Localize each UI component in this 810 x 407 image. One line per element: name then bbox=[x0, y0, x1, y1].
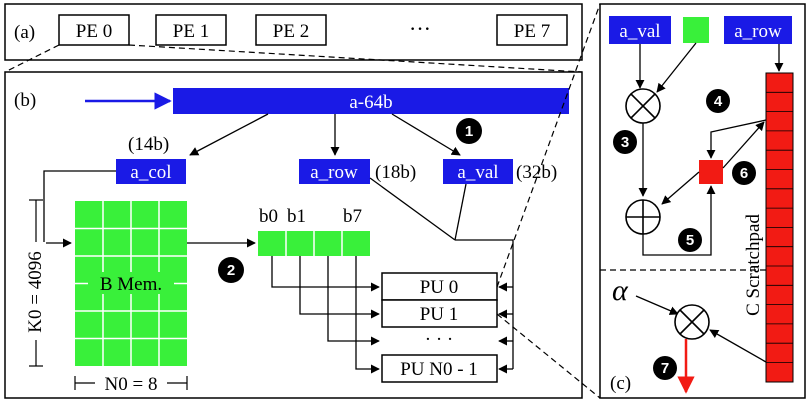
alpha-symbol: α bbox=[612, 274, 629, 307]
step-2-badge bbox=[218, 257, 244, 283]
scratchpad-label-bg bbox=[742, 190, 764, 340]
register-to-scratchpad bbox=[722, 121, 765, 169]
panel-a-label: (a) bbox=[14, 22, 35, 43]
acol-to-bmem-line bbox=[43, 170, 116, 248]
a-64b-bar bbox=[173, 88, 569, 114]
c-aval-label: a_val bbox=[619, 21, 660, 42]
step-4-badge bbox=[706, 89, 730, 113]
pu-1-label: PU 1 bbox=[420, 304, 459, 325]
step-7-number: 7 bbox=[661, 360, 669, 377]
zoom-line-c-bottom bbox=[496, 313, 601, 399]
b0-to-pu0 bbox=[271, 256, 380, 292]
pe-box-1-label: PE 1 bbox=[173, 21, 209, 42]
step-1-badge bbox=[456, 118, 482, 144]
step-3-badge bbox=[613, 130, 637, 154]
step-1-number: 1 bbox=[465, 123, 473, 140]
step-6-number: 6 bbox=[740, 165, 748, 182]
buffer-b7-label: b7 bbox=[343, 206, 362, 227]
aval-box bbox=[443, 159, 513, 184]
acol-box bbox=[116, 159, 186, 184]
add-to-register bbox=[642, 185, 716, 256]
b-buffer bbox=[258, 231, 370, 256]
pu-n-box bbox=[381, 354, 498, 383]
pe-box-7 bbox=[496, 14, 568, 46]
c-b-element bbox=[683, 17, 709, 43]
c-arow-label: a_row bbox=[734, 21, 782, 42]
c-arow-box bbox=[724, 16, 792, 44]
pu-n-label: PU N0 - 1 bbox=[400, 359, 478, 380]
aval-bits: (32b) bbox=[516, 162, 557, 183]
aval-route bbox=[454, 183, 467, 241]
arow-route bbox=[369, 177, 456, 241]
step-7-badge bbox=[653, 356, 677, 380]
pe-box-1 bbox=[155, 14, 227, 46]
pe-box-0 bbox=[58, 14, 130, 46]
step-3-number: 3 bbox=[621, 134, 629, 151]
k0-label-bg bbox=[26, 242, 46, 340]
aval-label: a_val bbox=[457, 162, 498, 183]
a-64b-label: a-64b bbox=[349, 92, 392, 113]
arow-label: a_row bbox=[310, 162, 358, 183]
step-2-number: 2 bbox=[227, 262, 235, 279]
c-register bbox=[699, 160, 723, 184]
panel-c: a_val a_row 3 bbox=[599, 3, 806, 399]
pe-ellipsis: ··· bbox=[409, 16, 431, 41]
zoom-line-c-top bbox=[496, 3, 601, 288]
buffer-b0-label: b0 bbox=[259, 206, 278, 227]
panel-b-frame bbox=[4, 71, 583, 399]
arow-bits: (18b) bbox=[375, 162, 416, 183]
panel-a: (a) PE 0 PE 1 PE 2 ··· PE 7 bbox=[4, 3, 583, 61]
bmem-grid: B Mem. bbox=[75, 201, 187, 366]
pe-box-7-label: PE 7 bbox=[514, 21, 550, 42]
pu-0-box bbox=[381, 272, 498, 301]
step-5-number: 5 bbox=[686, 232, 694, 249]
panel-a-frame bbox=[4, 3, 583, 61]
pe-box-0-label: PE 0 bbox=[76, 21, 112, 42]
b-to-pu-mid bbox=[327, 256, 380, 346]
panel-c-frame bbox=[599, 3, 806, 399]
arow-box bbox=[299, 159, 370, 184]
pu-0-label: PU 0 bbox=[420, 277, 459, 298]
n0-label: N0 = 8 bbox=[105, 374, 158, 395]
pe-box-2 bbox=[255, 14, 327, 46]
panel-b: (b) a-64b 1 (14b) a_col a_row (18b) a_va… bbox=[4, 71, 583, 399]
scratchpad-to-register bbox=[706, 119, 767, 159]
c-scratchpad bbox=[765, 72, 794, 383]
pu-bus-line bbox=[455, 239, 514, 369]
buffer-b1-label: b1 bbox=[287, 206, 306, 227]
b7-to-pun bbox=[355, 256, 380, 374]
pu-ellipsis: · · · bbox=[425, 329, 453, 350]
b1-to-pu1 bbox=[299, 256, 380, 319]
scratchpad-to-multiply bbox=[709, 329, 767, 363]
step-4-number: 4 bbox=[714, 93, 723, 110]
panel-b-label: (b) bbox=[14, 90, 36, 111]
arrow-to-acol bbox=[189, 113, 269, 156]
zoom-line-right bbox=[128, 44, 583, 73]
bmem-label: B Mem. bbox=[100, 274, 162, 295]
panel-c-label: (c) bbox=[610, 373, 631, 394]
acol-label: a_col bbox=[130, 162, 171, 183]
pu-1-box bbox=[381, 299, 498, 328]
acol-bits: (14b) bbox=[128, 134, 169, 155]
k0-label: K0 = 4096 bbox=[25, 251, 46, 332]
scratchpad-label: C Scratchpad bbox=[743, 214, 764, 316]
arrow-to-aval bbox=[391, 113, 461, 156]
pe-box-2-label: PE 2 bbox=[273, 21, 309, 42]
zoom-line-left bbox=[4, 44, 60, 73]
step-6-badge bbox=[732, 161, 756, 185]
c-aval-box bbox=[609, 16, 671, 44]
step-5-badge bbox=[678, 228, 702, 252]
